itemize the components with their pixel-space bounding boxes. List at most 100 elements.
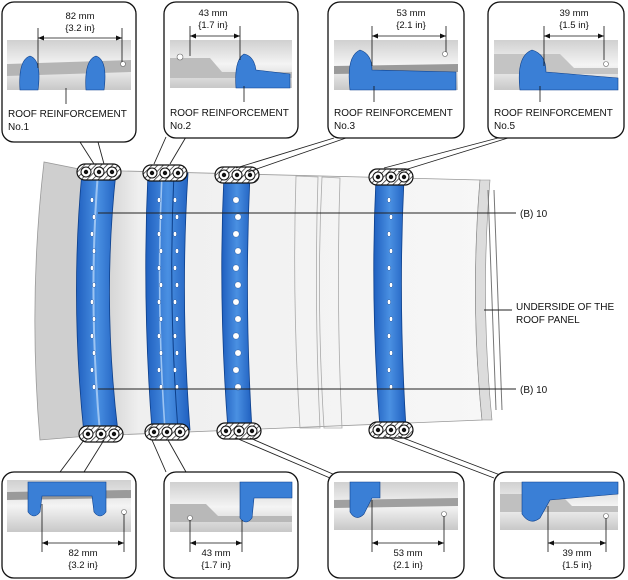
hole-2-2 [173, 231, 177, 237]
hole-3-8 [232, 332, 240, 340]
dim-mm-bottom-3: 53 mm [393, 548, 422, 559]
hole-3-1 [234, 213, 242, 221]
leader-lines [59, 136, 516, 479]
hole-3-4 [232, 264, 240, 272]
hole-2-8 [173, 333, 177, 339]
dim-in-bottom-2: {1.7 in} [201, 560, 231, 571]
hole-3-7 [234, 315, 242, 323]
bolt-group-4 [78, 425, 124, 443]
bolt-group-1 [142, 164, 188, 182]
dim-mm-top-2: 43 mm [198, 8, 227, 19]
hole-0-1 [92, 214, 96, 220]
hole-1-8 [157, 333, 161, 339]
hole-1-3 [159, 248, 163, 254]
bolt-group-7 [368, 421, 414, 439]
bolt-group-0 [76, 163, 122, 181]
dim-in-top-1: {3.2 in} [65, 23, 95, 34]
dim-mm-top-3: 53 mm [396, 8, 425, 19]
hole-2-9 [175, 350, 179, 356]
dim-in-bottom-1: {3.2 in} [68, 560, 98, 571]
hole-1-5 [159, 282, 163, 288]
underside-label-line1: UNDERSIDE OF THE [516, 302, 614, 313]
hole-4-9 [389, 350, 393, 356]
dim-mm-top-1: 82 mm [65, 11, 94, 22]
bolt-label-top: (B) 10 [520, 209, 548, 220]
bolt-group-2 [214, 166, 260, 184]
hole-2-1 [175, 214, 179, 220]
bolt-group-3 [368, 168, 414, 186]
hole-3-5 [234, 281, 242, 289]
reinforcement-holes [90, 196, 393, 391]
hole-4-4 [387, 265, 391, 271]
callout-top-2: 43 mm {1.7 in} ROOF REINFORCEMENT No.2 [163, 1, 299, 139]
hole-0-0 [90, 197, 94, 203]
hole-0-5 [92, 282, 96, 288]
bolt-groups [76, 163, 414, 443]
hole-3-9 [234, 349, 242, 357]
hole-4-8 [387, 333, 391, 339]
hole-4-2 [387, 231, 391, 237]
callout-bottom-3: 53 mm {2.1 in} [327, 471, 465, 579]
callout-bottom-4: 39 mm {1.5 in} [493, 471, 625, 579]
hole-1-0 [157, 197, 161, 203]
callout-bottom-2: 43 mm {1.7 in} [163, 471, 299, 579]
hole-3-2 [232, 230, 240, 238]
label-top-3: ROOF REINFORCEMENT [334, 108, 453, 119]
hole-4-3 [389, 248, 393, 254]
hole-1-1 [159, 214, 163, 220]
label-top-2: ROOF REINFORCEMENT [170, 108, 289, 119]
hole-2-0 [173, 197, 177, 203]
callout-top-4: 39 mm {1.5 in} ROOF REINFORCEMENT No.5 [487, 1, 625, 139]
callout-top-3: 53 mm {2.1 in} ROOF REINFORCEMENT No.3 [327, 1, 465, 139]
hole-1-7 [159, 316, 163, 322]
callout-top-1: 82 mm {3.2 in} ROOF REINFORCEMENT No.1 [1, 1, 137, 143]
hole-3-0 [232, 196, 240, 204]
dim-in-bottom-4: {1.5 in} [562, 560, 592, 571]
hole-0-9 [92, 350, 96, 356]
dim-in-top-3: {2.1 in} [396, 20, 426, 31]
sublabel-top-2: No.2 [170, 121, 192, 132]
hole-0-10 [90, 367, 94, 373]
hole-4-1 [389, 214, 393, 220]
hole-3-3 [234, 247, 242, 255]
dim-mm-bottom-4: 39 mm [562, 548, 591, 559]
dim-mm-bottom-1: 82 mm [68, 548, 97, 559]
hole-1-2 [157, 231, 161, 237]
hole-2-4 [173, 265, 177, 271]
dim-in-bottom-3: {2.1 in} [393, 560, 423, 571]
hole-0-8 [90, 333, 94, 339]
label-top-4: ROOF REINFORCEMENT [494, 108, 613, 119]
dim-mm-top-4: 39 mm [559, 8, 588, 19]
underside-label-line2: ROOF PANEL [516, 315, 580, 326]
hole-0-3 [92, 248, 96, 254]
dim-in-top-2: {1.7 in} [198, 20, 228, 31]
hole-4-7 [389, 316, 393, 322]
hole-2-5 [175, 282, 179, 288]
hole-3-6 [232, 298, 240, 306]
hole-0-4 [90, 265, 94, 271]
hole-3-10 [232, 366, 240, 374]
hole-4-5 [389, 282, 393, 288]
sublabel-top-4: No.5 [494, 121, 516, 132]
hole-0-11 [92, 384, 96, 390]
bolt-group-6 [216, 422, 262, 440]
hole-1-9 [159, 350, 163, 356]
hole-1-4 [157, 265, 161, 271]
hole-2-10 [173, 367, 177, 373]
hole-0-7 [92, 316, 96, 322]
hole-0-6 [90, 299, 94, 305]
hole-2-3 [175, 248, 179, 254]
sublabel-top-1: No.1 [8, 122, 30, 133]
bolt-group-5 [144, 423, 190, 441]
reinforcement-no2 [145, 171, 191, 431]
bolt-label-bottom: (B) 10 [520, 385, 548, 396]
hole-1-10 [157, 367, 161, 373]
hole-4-0 [387, 197, 391, 203]
hole-1-6 [157, 299, 161, 305]
label-top-1: ROOF REINFORCEMENT [8, 109, 127, 120]
sublabel-top-3: No.3 [334, 121, 356, 132]
callout-bottom-1: 82 mm {3.2 in} [1, 471, 137, 579]
dim-in-top-4: {1.5 in} [559, 20, 589, 31]
